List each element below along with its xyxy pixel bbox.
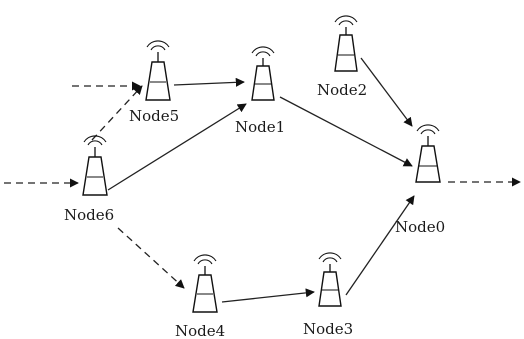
link-node1-to-node0 — [279, 96, 413, 167]
link-node4-to-node3 — [221, 288, 315, 303]
node-label-node0: Node0 — [395, 218, 445, 236]
node-node3: Node3 — [303, 252, 353, 338]
link-node6-to-node5 — [91, 85, 143, 141]
node-label-node6: Node6 — [64, 206, 114, 224]
antenna-tower-icon — [192, 254, 218, 313]
antenna-tower-icon — [334, 15, 358, 72]
node-node1: Node1 — [235, 46, 285, 136]
node-label-node1: Node1 — [235, 118, 285, 136]
node-label-node4: Node4 — [175, 322, 225, 339]
node-node4: Node4 — [175, 254, 225, 339]
antenna-tower-icon — [415, 124, 441, 183]
node-node6: Node6 — [64, 135, 114, 224]
link-node2-to-node0 — [360, 57, 413, 127]
links — [4, 57, 521, 303]
link-node3-to-node0 — [345, 195, 415, 296]
antenna-tower-icon — [251, 46, 275, 101]
antenna-tower-icon — [82, 135, 108, 196]
node-node5: Node5 — [129, 40, 179, 125]
node-node2: Node2 — [317, 15, 367, 99]
node-label-node2: Node2 — [317, 81, 367, 99]
link-node6-to-node1 — [107, 103, 247, 191]
antenna-tower-icon — [318, 252, 342, 307]
node-node0: Node0 — [395, 124, 445, 236]
node-label-node3: Node3 — [303, 320, 353, 338]
node-label-node5: Node5 — [129, 107, 179, 125]
link-node5-to-node1 — [173, 77, 245, 87]
antenna-tower-icon — [145, 40, 171, 101]
link-node6-to-node4 — [117, 227, 185, 289]
